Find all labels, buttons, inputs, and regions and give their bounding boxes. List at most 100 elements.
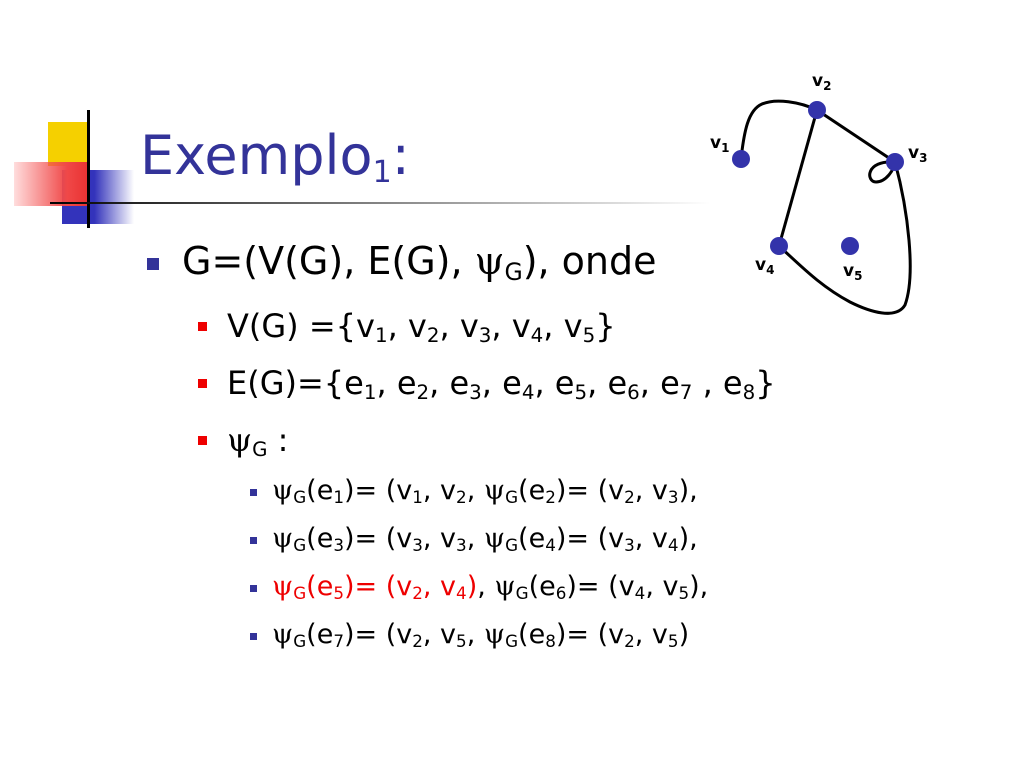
edge-subscript: 3: [333, 535, 344, 556]
psi-symbol: ψ: [272, 571, 294, 602]
mapping-line: ψG(e3)= (v3, v3, ψG(e4)= (v3, v4),: [272, 522, 698, 556]
psi-subscript: G: [293, 535, 307, 556]
separator: , v: [491, 307, 531, 345]
mapping-eq: )= (v: [566, 571, 635, 602]
edge-subscript: 4: [521, 380, 535, 404]
edge-subscript: 7: [333, 631, 344, 652]
separator: , e: [587, 364, 628, 402]
psi-symbol: ψ: [474, 239, 505, 283]
mapping-separator: ): [678, 619, 690, 650]
separator: , v: [634, 523, 668, 554]
mapping-separator: ,: [466, 619, 484, 650]
mapping-open: (e: [306, 619, 334, 650]
separator: , e: [639, 364, 680, 402]
edge-subscript: 2: [545, 487, 556, 508]
graph-diagram: v1 v2 v3 v4 v5: [710, 71, 927, 315]
title-ornament-yellow: [48, 122, 88, 166]
mapping-pair: ψG(e7)= (v2, v5: [272, 619, 467, 650]
psi-symbol: ψ: [272, 619, 294, 650]
mapping-eq: )= (v: [343, 619, 413, 650]
vertex-subscript: 2: [456, 487, 467, 508]
mapping-separator: ,: [477, 571, 495, 602]
separator: , v: [439, 307, 479, 345]
vertex-subscript: 4: [634, 583, 646, 604]
vertex-v2: [808, 101, 826, 119]
psi-subscript: G: [515, 583, 529, 604]
mapping-separator: ),: [678, 475, 698, 506]
vertex-v3: [886, 153, 904, 171]
vertex-subscript: 1: [374, 323, 388, 347]
psi-symbol: ψ: [227, 421, 253, 459]
set-close: }: [755, 364, 776, 402]
psi-subscript: G: [505, 487, 519, 508]
separator: , v: [387, 307, 427, 345]
separator: , e: [481, 364, 522, 402]
mapping-pair: ψG(e6)= (v4, v5: [494, 571, 689, 602]
vertex-subscript: 2: [412, 631, 423, 652]
mapping-pair: ψG(e3)= (v3, v3: [272, 523, 467, 554]
mapping-line: ψG(e7)= (v2, v5, ψG(e8)= (v2, v5): [272, 618, 689, 652]
mapping-separator: ),: [689, 571, 709, 602]
vertex-subscript: 4: [530, 323, 544, 347]
psi-subscript: G: [252, 437, 268, 461]
psi-subscript: G: [293, 583, 307, 604]
bullet-square-icon: [250, 537, 257, 544]
bullet-square-icon: [250, 489, 257, 496]
mapping-eq: )= (v: [343, 571, 413, 602]
separator: , v: [634, 619, 668, 650]
vertex-set-line: V(G) ={v1, v2, v3, v4, v5}: [227, 306, 616, 346]
vertex-set-prefix: V(G) ={v: [227, 307, 375, 345]
title-subscript: 1: [372, 155, 392, 190]
mapping-pair: ψG(e5)= (v2, v4): [272, 571, 477, 602]
vertex-label-v2: v2: [812, 71, 831, 93]
slide-title: Exemplo1:: [140, 124, 410, 188]
psi-heading-line: ψG :: [227, 420, 288, 460]
mapping-close: ): [466, 571, 478, 602]
edge-subscript: 6: [555, 583, 567, 604]
bullet-square-icon: [198, 436, 207, 445]
separator: , v: [645, 571, 679, 602]
mapping-open: (e: [518, 619, 546, 650]
psi-subscript: G: [504, 257, 523, 286]
mapping-open: (e: [518, 523, 546, 554]
separator: , v: [543, 307, 583, 345]
mapping-pair: ψG(e1)= (v1, v2: [272, 475, 467, 506]
psi-symbol: ψ: [272, 475, 294, 506]
edge-set-prefix: E(G)={e: [227, 364, 364, 402]
mapping-line: ψG(e5)= (v2, v4), ψG(e6)= (v4, v5),: [272, 570, 708, 604]
vertex-subscript: 3: [412, 535, 423, 556]
edge-subscript: 5: [333, 583, 344, 604]
graph-definition-line: G=(V(G), E(G), ψG), onde: [182, 238, 657, 284]
title-ornament-red: [14, 162, 90, 206]
bullet-square-icon: [198, 379, 207, 388]
separator: , e: [429, 364, 470, 402]
edge-subscript: 6: [627, 380, 640, 404]
mapping-open: (e: [306, 571, 334, 602]
edge-e4: [777, 161, 912, 315]
definition-prefix: G=(V(G), E(G),: [182, 239, 475, 283]
vertex-label-v1: v1: [710, 133, 729, 155]
psi-subscript: G: [505, 535, 519, 556]
mapping-open: (e: [306, 475, 334, 506]
psi-subscript: G: [293, 631, 307, 652]
psi-subscript: G: [505, 631, 519, 652]
vertex-subscript: 2: [412, 583, 423, 604]
vertex-subscript: 3: [478, 323, 492, 347]
edge-e5: [777, 109, 819, 247]
mapping-pair: ψG(e4)= (v3, v4: [484, 523, 679, 554]
mapping-pair: ψG(e8)= (v2, v5: [484, 619, 679, 650]
mapping-eq: )= (v: [555, 475, 625, 506]
separator: , e: [692, 364, 743, 402]
edge-e1: [739, 99, 818, 160]
vertex-subscript: 5: [678, 583, 690, 604]
vertex-subscript: 5: [667, 631, 679, 652]
title-ornament-vertical-line: [87, 110, 90, 228]
mapping-eq: )= (v: [343, 523, 413, 554]
vertex-subscript: 5: [582, 323, 596, 347]
vertex-label-v4: v4: [755, 255, 774, 277]
edge-set-line: E(G)={e1, e2, e3, e4, e5, e6, e7 , e8}: [227, 363, 776, 403]
psi-symbol: ψ: [272, 523, 294, 554]
vertex-label-v3: v3: [908, 143, 927, 165]
vertex-v5: [841, 237, 859, 255]
edge-subscript: 7: [679, 380, 693, 404]
